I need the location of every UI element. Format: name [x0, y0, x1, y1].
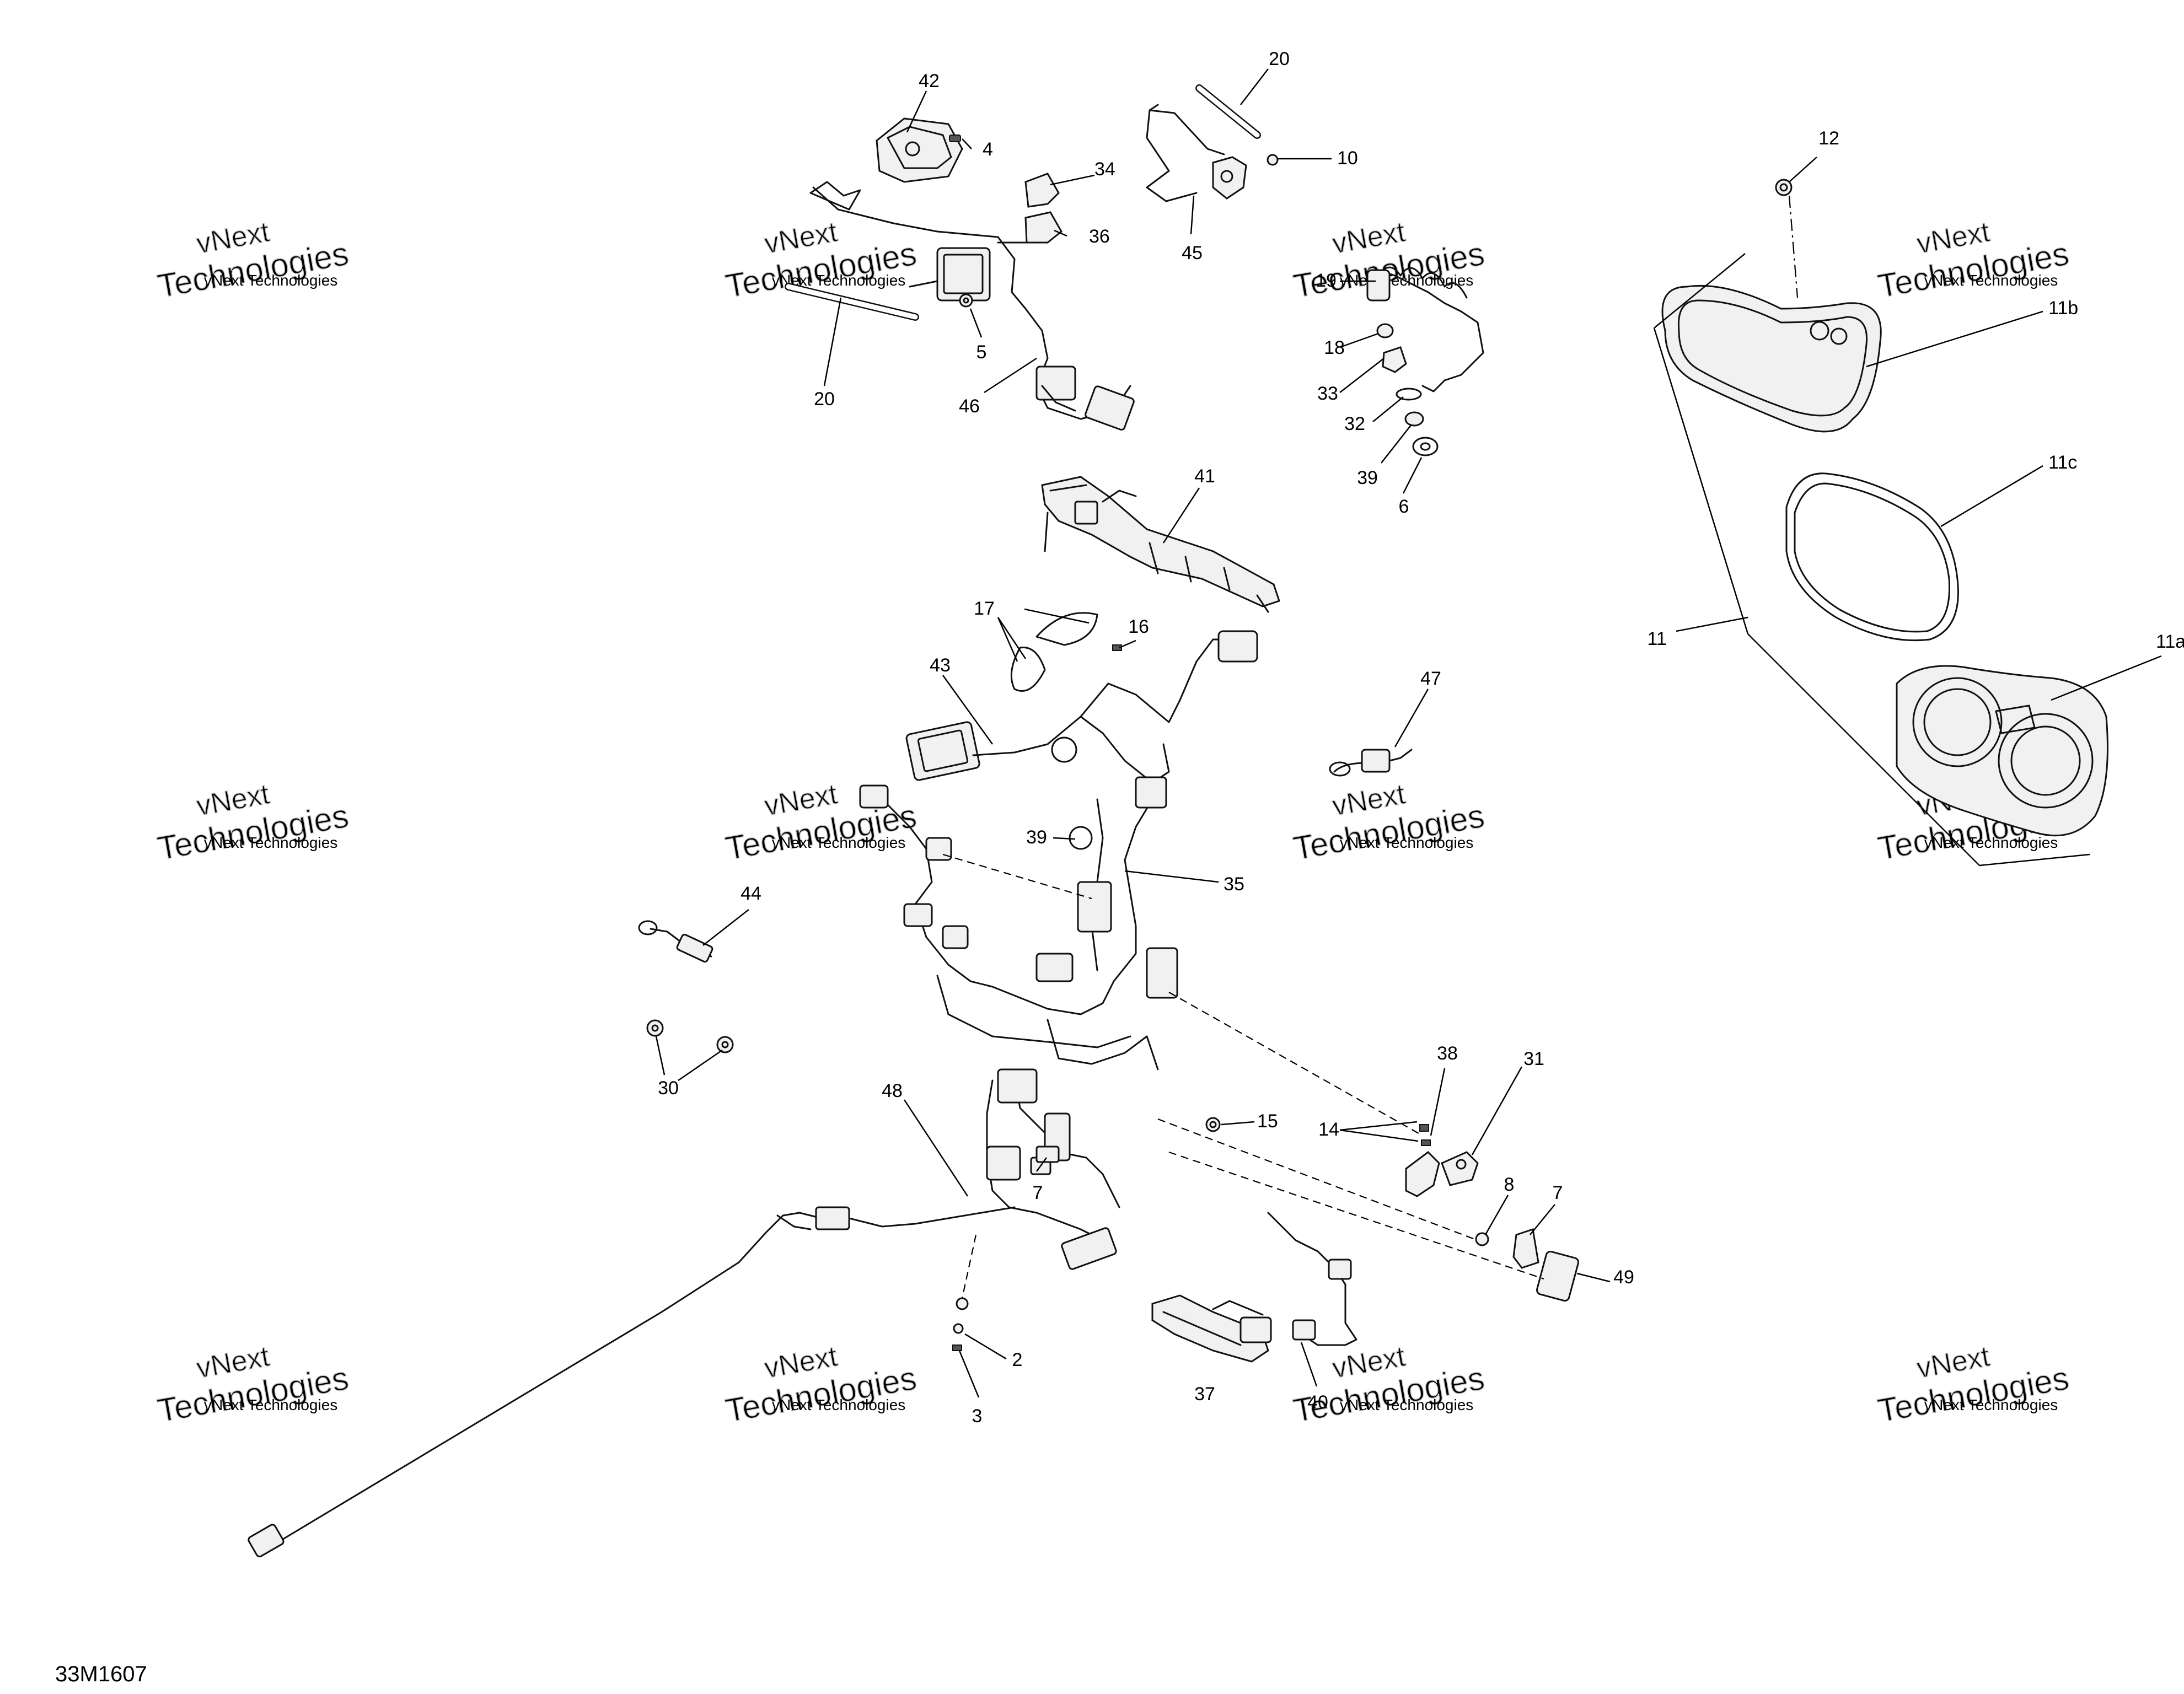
grommet-part: [646, 1019, 734, 1053]
callout-36: 36: [1089, 226, 1110, 247]
callout-19: 19: [1316, 270, 1337, 291]
callout-3: 3: [972, 1406, 983, 1427]
cable-tie-part: [1112, 644, 1122, 651]
protective-sleeve-part: [785, 283, 919, 321]
alignment-lines: [942, 195, 1799, 1299]
leader-lines: [655, 68, 2162, 1398]
callout-labels: 42 4 20 10 34 36 45 5 20 46 12 19 18 33 …: [658, 49, 2184, 1427]
watermark-text: vNext Technologies: [1924, 1396, 2058, 1413]
watermark-text: vNext Technologies: [1924, 834, 2058, 851]
callout-34: 34: [1094, 159, 1115, 180]
callout-30: 30: [658, 1078, 679, 1099]
drawing-number: 33M1607: [55, 1662, 147, 1686]
lower-harness-part: [248, 1068, 1120, 1558]
main-harness-branch-part: [905, 630, 1258, 784]
screw-part: [949, 135, 961, 142]
callout-35: 35: [1224, 874, 1244, 895]
callout-8: 8: [1504, 1174, 1515, 1195]
callout-16: 16: [1128, 616, 1149, 637]
cable-clip-part: [1010, 612, 1098, 692]
callout-11b: 11b: [2048, 298, 2078, 319]
callout-11a: 11a: [2156, 631, 2184, 652]
watermark-text: vNext Technologies: [1340, 272, 1473, 289]
callout-40: 40: [1307, 1392, 1328, 1413]
watermark-text: vNext Technologies: [1340, 1396, 1473, 1413]
watermark-text: vNext Technologies: [204, 272, 337, 289]
callout-45: 45: [1182, 243, 1203, 263]
callout-20-top: 20: [1269, 49, 1290, 69]
callout-12: 12: [1818, 128, 1839, 149]
callout-43: 43: [930, 655, 951, 676]
callout-42: 42: [919, 71, 940, 92]
callout-47: 47: [1420, 668, 1441, 689]
switch-housing-part: [876, 117, 963, 183]
callout-10: 10: [1337, 148, 1358, 169]
ground-cable-part: [638, 920, 713, 963]
callout-17: 17: [974, 598, 995, 619]
central-harness-part: [859, 776, 1178, 1071]
callout-44: 44: [740, 883, 761, 904]
sleeve-and-bracket-part: [1146, 84, 1279, 202]
callout-7-right: 7: [1553, 1182, 1563, 1203]
callout-18: 18: [1324, 337, 1345, 358]
sensor-pigtail-part: [1329, 749, 1413, 777]
washer-part: [952, 1297, 969, 1351]
callout-39-mid: 39: [1026, 827, 1047, 848]
parts-layer: [248, 84, 2108, 1558]
instrument-cluster-assembly-part: [1661, 179, 2108, 837]
lanyard-post-part: [1366, 266, 1484, 456]
watermark-text: vNext Technologies: [772, 1396, 905, 1413]
watermark-text: vNext Technologies: [204, 834, 337, 851]
callout-46: 46: [959, 396, 980, 417]
callout-48: 48: [882, 1080, 903, 1101]
callout-41: 41: [1194, 466, 1215, 487]
watermark-text: vNext Technologies: [1924, 272, 2058, 289]
callout-37: 37: [1194, 1384, 1215, 1405]
callout-4: 4: [983, 139, 993, 160]
callout-2: 2: [1012, 1349, 1023, 1370]
callout-39-top: 39: [1357, 467, 1378, 488]
upper-harness-part: [809, 181, 1135, 431]
callout-33: 33: [1317, 383, 1338, 404]
callout-20-left: 20: [814, 389, 835, 410]
sensor-with-bracket-part: [1405, 1124, 1479, 1197]
nut-part-15: [1205, 1117, 1221, 1132]
callout-38: 38: [1437, 1043, 1458, 1064]
callout-6: 6: [1399, 496, 1409, 517]
callout-14: 14: [1318, 1119, 1339, 1140]
watermark-text: vNext Technologies: [204, 1396, 337, 1413]
relay-block-part: [1024, 173, 1063, 244]
electronic-module-part: [1151, 1294, 1272, 1363]
nut-part: [959, 293, 973, 308]
callout-32: 32: [1344, 413, 1365, 434]
callout-7-left: 7: [1033, 1182, 1043, 1203]
callout-15: 15: [1257, 1111, 1278, 1132]
watermark-text: vNext Technologies: [1340, 834, 1473, 851]
watermark-text: vNext Technologies: [772, 834, 905, 851]
sensor-harness-part: [1267, 1212, 1357, 1346]
callout-5: 5: [976, 342, 987, 363]
callout-49: 49: [1613, 1267, 1634, 1288]
connector-holder-part: [1035, 1146, 1580, 1302]
callout-11c: 11c: [2048, 452, 2077, 473]
electrical-bracket-part: [1041, 476, 1280, 613]
callout-31: 31: [1523, 1048, 1544, 1069]
callout-11: 11: [1647, 628, 1666, 649]
